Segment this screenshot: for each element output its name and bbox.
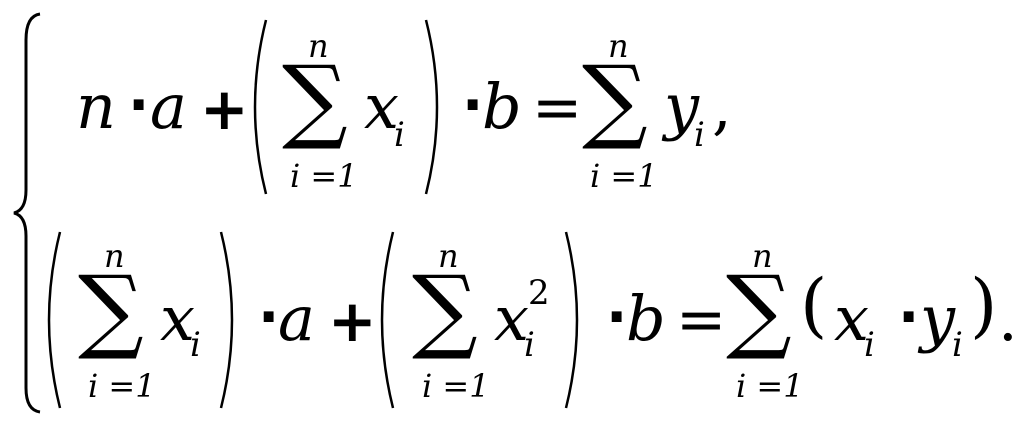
eq2-sum2-sup: 2 (528, 273, 550, 313)
eq2-sum1-x: x (160, 282, 195, 355)
eq2-sum3-lower: i =1 (736, 367, 804, 405)
eq2-equals: = (676, 285, 727, 355)
eq2-left-paren-2 (380, 231, 395, 409)
eq1-sum1-lower: i =1 (290, 157, 358, 195)
eq2-sum3-dot: · (898, 285, 920, 350)
eq1-sum2-lower: i =1 (590, 157, 658, 195)
eq2-sum3-ysub: i (952, 325, 963, 365)
eq2-plus: + (328, 287, 377, 355)
eq1-sum1-upper: n (308, 27, 329, 65)
eq1-left-paren (253, 19, 268, 195)
eq2-sum1-sigma: ∑ (78, 256, 144, 363)
eq1-sum2-y: y (664, 70, 700, 143)
eq1-dot-1: · (128, 73, 150, 138)
eq2-right-paren-1 (219, 231, 234, 409)
eq1-sum1-sigma: ∑ (282, 46, 348, 153)
eq1-right-paren (424, 19, 439, 195)
eq1-sum1-x: x (364, 70, 399, 143)
eq1-sum2-sub: i (694, 115, 705, 155)
eq1-sum2-upper: n (608, 27, 629, 65)
eq2-sum3-x: x (834, 282, 869, 355)
eq2-left-paren-1 (47, 231, 62, 409)
eq2-sum2-sub: i (524, 325, 535, 365)
eq2-dot-2: · (606, 285, 628, 350)
eq2-a: a (278, 282, 315, 355)
eq2-sum2-sigma: ∑ (412, 256, 478, 363)
eq2-period: . (998, 282, 1018, 355)
eq2-sum3-rparen: ) (970, 264, 998, 346)
eq1-plus: + (200, 75, 249, 143)
eq2-sum3-y: y (920, 282, 956, 355)
eq2-sum2-upper: n (438, 237, 459, 275)
eq2-right-paren-2 (564, 231, 579, 409)
eq1-sum2-sigma: ∑ (582, 46, 648, 153)
eq1-dot-2: · (462, 73, 484, 138)
eq2-b: b (626, 282, 666, 355)
eq2-sum3-lparen: ( (800, 264, 828, 346)
eq2-sum3-sigma: ∑ (726, 256, 792, 363)
eq1-b: b (482, 70, 522, 143)
eq2-sum3-xsub: i (864, 325, 875, 365)
eq1-sum1-sub: i (394, 115, 405, 155)
eq1-equals: = (532, 73, 583, 143)
eq1-n: n (76, 70, 116, 143)
eq2-dot-1: · (258, 285, 280, 350)
eq2-sum1-sub: i (190, 325, 201, 365)
eq2-sum3-upper: n (752, 237, 773, 275)
eq2-sum1-upper: n (104, 237, 125, 275)
left-curly-brace (13, 12, 41, 414)
eq1-a: a (150, 70, 187, 143)
eq1-comma: , (712, 70, 732, 143)
eq2-sum2-lower: i =1 (422, 367, 490, 405)
eq2-sum1-lower: i =1 (88, 367, 156, 405)
eq2-sum2-x: x (494, 282, 529, 355)
